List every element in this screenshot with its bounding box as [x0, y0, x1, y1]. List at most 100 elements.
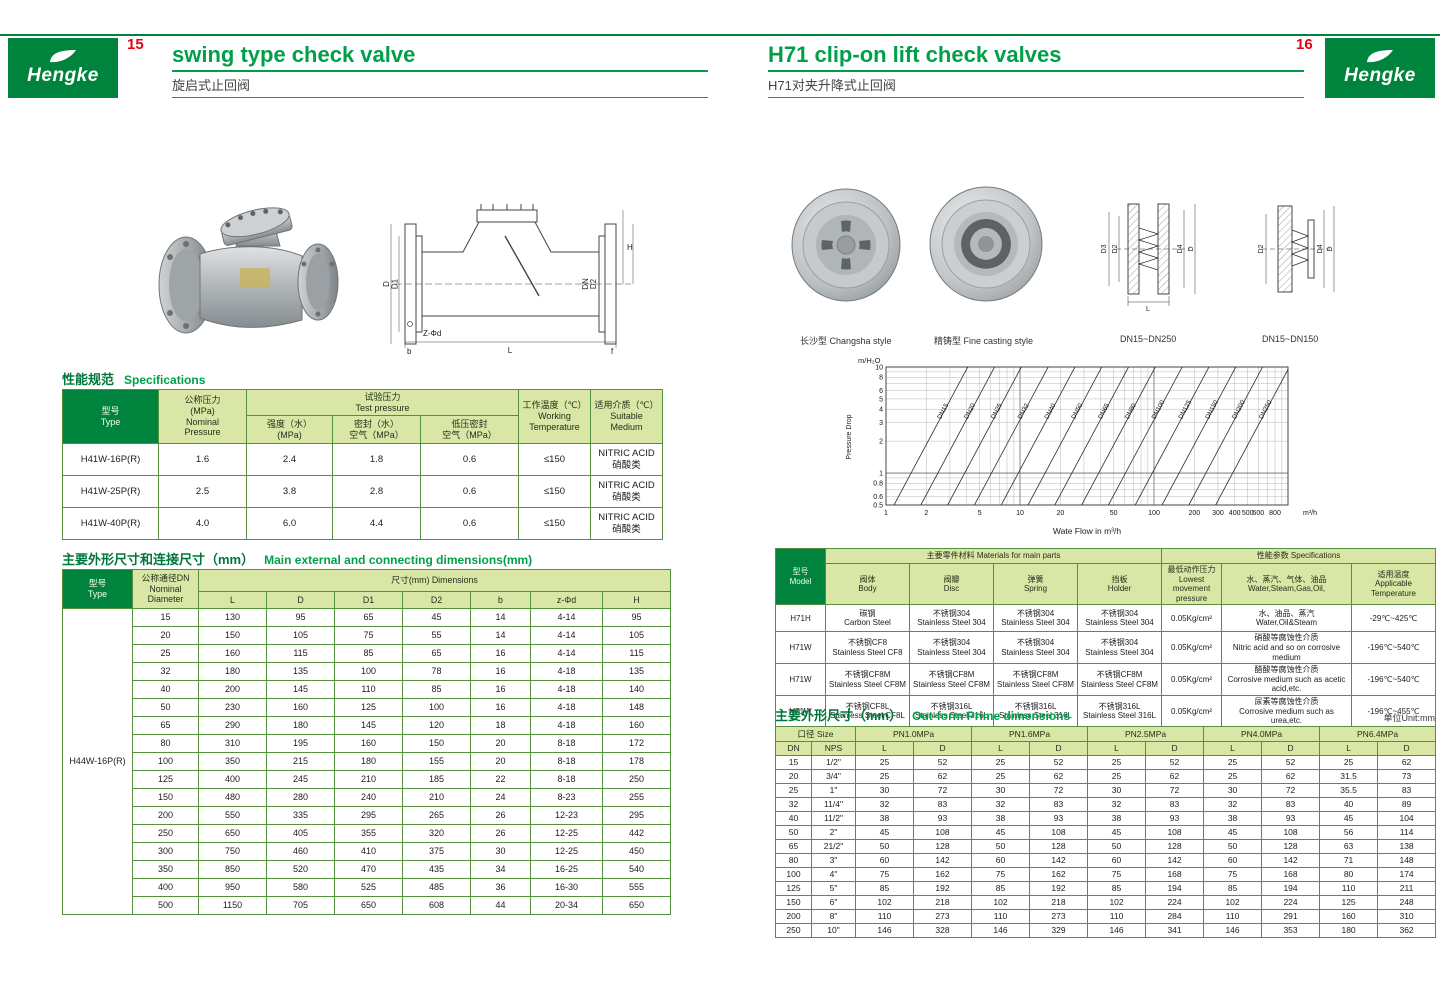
- col-header-seal: 密封（水） 空气（MPa）: [332, 415, 421, 444]
- dims-heading-en: Main external and connecting dimensions(…: [264, 553, 533, 567]
- col-header-D1: D1: [334, 591, 403, 609]
- dim-label-D2: D2: [1112, 244, 1119, 253]
- swing-valve-photo: [158, 207, 339, 334]
- svg-text:500: 500: [1242, 510, 1254, 517]
- svg-text:4: 4: [879, 407, 883, 414]
- dim-label-D1: D1: [391, 278, 400, 289]
- flow-chart: m/H₂O Pressure Drop Wate Flow in m³/h 10…: [846, 356, 1317, 536]
- left-title-underline: [172, 70, 708, 72]
- svg-text:100: 100: [1148, 510, 1160, 517]
- svg-text:1: 1: [879, 470, 883, 477]
- svg-text:DN100: DN100: [1151, 399, 1167, 420]
- col-header-l1: L: [855, 741, 914, 756]
- page-number-left: 15: [127, 36, 144, 53]
- dim-label-L: L: [508, 346, 513, 355]
- col-header-strength: 强度（水） (MPa): [246, 415, 333, 444]
- svg-text:DN50: DN50: [1070, 402, 1084, 420]
- wafer-valve-drawing-2: D2 D4 D: [1258, 205, 1335, 293]
- svg-text:DN250: DN250: [1258, 399, 1274, 420]
- right-title-zh: H71对夹升降式止回阀: [768, 75, 1304, 98]
- svg-text:10: 10: [875, 364, 883, 371]
- dim-label-D4: D4: [1177, 244, 1184, 253]
- col-header-l2: L: [971, 741, 1031, 756]
- svg-text:0.6: 0.6: [873, 494, 883, 501]
- brand-name: Hengke: [1344, 65, 1416, 86]
- wafer-valve-photo-changsha: [791, 188, 901, 302]
- col-header-d2: D: [1029, 741, 1089, 756]
- swing-valve-drawing: D D1 DN D2 H Z-Φd L b f: [383, 204, 634, 356]
- right-title-underline: [768, 70, 1304, 72]
- svg-text:2: 2: [924, 510, 928, 517]
- dim-label-D2: D2: [1258, 244, 1265, 253]
- col-header-pn40: PN4.0MPa: [1203, 726, 1321, 742]
- chart-y-axis-title: Pressure Drop: [846, 414, 853, 459]
- dim-label-f: f: [611, 347, 614, 356]
- svg-text:DN80: DN80: [1124, 402, 1138, 420]
- outform-table: 口径 Size PN1.0MPa PN1.6MPa PN2.5MPa PN4.0…: [775, 726, 1437, 938]
- svg-text:400: 400: [1229, 510, 1241, 517]
- svg-text:200: 200: [1188, 510, 1200, 517]
- col-header-low-pressure-seal: 低压密封 空气（MPa）: [419, 415, 520, 444]
- col-header-zphid: z-Φd: [530, 591, 603, 609]
- svg-text:0.8: 0.8: [873, 481, 883, 488]
- svg-text:DN65: DN65: [1097, 402, 1111, 420]
- caption-dn-range-2: DN15~DN150: [1262, 334, 1319, 344]
- col-header-b: b: [470, 591, 531, 609]
- col-header-holder: 挡板 Holder: [1077, 562, 1162, 606]
- top-rule: [0, 34, 1440, 36]
- brand-logo-right: Hengke: [1325, 38, 1435, 98]
- unit-label: 单位Unit:mm: [1383, 713, 1436, 723]
- col-header-d1: D: [912, 741, 973, 756]
- col-header-type: 型号 Type: [62, 389, 159, 444]
- col-header-l5: L: [1319, 741, 1379, 756]
- caption-changsha-style: 长沙型 Changsha style: [800, 336, 892, 346]
- col-header-materials-group: 主要零件材料 Materials for main parts: [825, 548, 1162, 564]
- svg-text:DN125: DN125: [1178, 399, 1194, 420]
- col-header-L: L: [198, 591, 267, 609]
- dim-label-ZPhid: Z-Φd: [423, 329, 441, 338]
- chart-x-axis-title: Wate Flow in m³/h: [1053, 526, 1121, 536]
- dims-section-heading: 主要外形尺寸和连接尺寸（mm） Main external and connect…: [62, 549, 532, 568]
- dim-label-D4: D4: [1317, 244, 1324, 253]
- col-header-l4: L: [1203, 741, 1263, 756]
- col-header-lowest-pressure: 最低动作压力 Lowest movement pressure: [1161, 562, 1222, 606]
- col-header-medium: 水、蒸汽、气体、油品 Water,Steam,Gas,Oil,: [1221, 562, 1352, 606]
- dim-label-b: b: [407, 347, 412, 356]
- col-header-specs-group: 性能参数 Specifications: [1161, 548, 1436, 564]
- svg-text:8: 8: [879, 375, 883, 382]
- materials-table: 型号 Model 主要零件材料 Materials for main parts…: [775, 547, 1436, 728]
- svg-text:800: 800: [1269, 510, 1281, 517]
- svg-text:6: 6: [879, 388, 883, 395]
- col-header-test-pressure: 试验压力 Test pressure: [245, 389, 520, 416]
- svg-text:0.5: 0.5: [873, 502, 883, 509]
- dims-heading-zh: 主要外形尺寸和连接尺寸（mm）: [62, 552, 255, 567]
- outform-section-heading: 主要外形尺寸（mm）Out-form Prime dimensions 单位Un…: [775, 705, 1435, 724]
- dim-label-DN: DN: [581, 278, 590, 290]
- col-header-D: D: [266, 591, 335, 609]
- brand-name: Hengke: [27, 65, 99, 86]
- dim-label-D2: D2: [589, 278, 598, 289]
- col-header-dn: DN: [775, 741, 812, 756]
- dim-label-D: D: [1327, 246, 1334, 251]
- right-title-block: H71 clip-on lift check valves H71对夹升降式止回…: [768, 42, 1304, 98]
- col-header-dimensions-group: 尺寸(mm) Dimensions: [197, 569, 672, 592]
- col-header-d4: D: [1261, 741, 1321, 756]
- wafer-valve-photo-casting: [929, 186, 1043, 302]
- col-header-pn10: PN1.0MPa: [854, 726, 973, 742]
- dim-label-L: L: [1146, 306, 1150, 312]
- left-title-zh: 旋启式止回阀: [172, 75, 708, 98]
